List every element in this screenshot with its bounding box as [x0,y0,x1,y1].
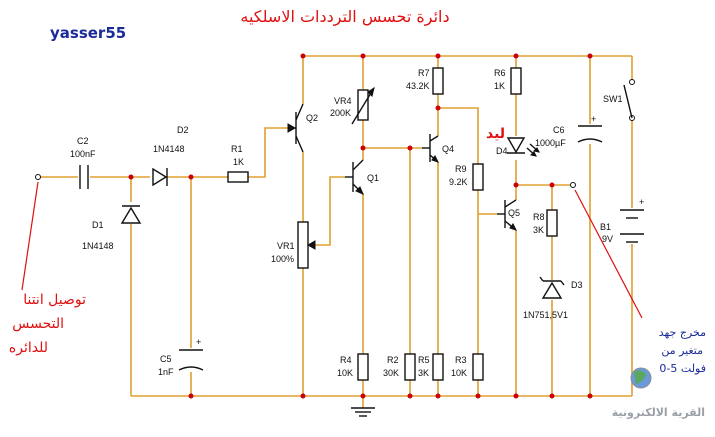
c5-value: 1nF [158,367,174,377]
antenna-note: توصيل انتنا التحسس للدائره [9,292,86,356]
led-d4: D4 ليد [486,126,540,157]
capacitor-c2: C2 100nF [70,136,96,189]
d4-ref: D4 [496,146,508,156]
r7-value: 43.2K [406,81,430,91]
r8-ref: R8 [533,212,545,222]
r4-value: 10K [337,368,353,378]
output-note: مخرج جهد متغير من فولت 5-0 [659,326,706,375]
c6-ref: C6 [553,125,565,135]
r6-ref: R6 [494,68,506,78]
zener-d3: D3 1N751,5V1 [523,276,583,320]
r8-value: 3K [533,225,544,235]
resistor-r3: R3 10K [451,353,484,381]
c6-value: 1000µF [535,138,566,148]
vr4-ref: VR4 [334,96,352,106]
svg-text:توصيل انتنا: توصيل انتنا [23,292,86,308]
sw1-ref: SW1 [603,94,623,104]
svg-text:+: + [639,197,644,207]
c5-ref: C5 [160,354,172,364]
d3-ref: D3 [571,280,583,290]
r2-ref: R2 [387,355,399,365]
q2-ref: Q2 [306,113,318,123]
resistor-r7: R7 43.2K [406,67,444,95]
r5-ref: R5 [418,355,430,365]
d1-value: 1N4148 [82,241,114,251]
junction-dots [128,53,593,399]
r3-ref: R3 [455,355,467,365]
d2-ref: D2 [177,125,189,135]
diagram-title: دائرة تحسس الترددات الاسلكيه [240,7,449,27]
svg-text:فولت 5-0: فولت 5-0 [659,362,706,375]
battery-b1: + B1 9V [600,197,644,244]
svg-text:متغير من: متغير من [661,344,703,357]
svg-text:+: + [591,114,596,124]
site-logo: القرية الالكترونية [612,367,705,419]
svg-text:التحسس: التحسس [12,316,64,332]
resistor-r5: R5 3K [418,353,444,381]
b1-ref: B1 [600,222,611,232]
potentiometer-vr4: VR4 200K [330,86,375,125]
c2-value: 100nF [70,149,96,159]
antenna-terminal [35,174,41,180]
c2-ref: C2 [77,136,89,146]
logo-text: القرية الالكترونية [612,406,705,419]
svg-text:مخرج جهد: مخرج جهد [659,326,706,339]
r2-value: 30K [383,368,399,378]
d3-value: 1N751,5V1 [523,310,568,320]
transistor-q2: Q2 [287,103,318,153]
r9-ref: R9 [455,164,467,174]
resistor-r1: R1 1K [227,144,249,183]
resistor-r8: R8 3K [533,209,558,237]
vr4-value: 200K [330,108,351,118]
r7-ref: R7 [418,68,430,78]
resistor-r2: R2 30K [383,353,416,381]
b1-value: 9V [602,234,613,244]
r1-ref: R1 [231,144,243,154]
output-pointer-line [574,189,643,319]
q5-ref: Q5 [508,208,520,218]
resistor-r4: R4 10K [337,353,369,381]
r4-ref: R4 [340,355,352,365]
d1-ref: D1 [92,220,104,230]
switch-sw1: SW1 [603,79,635,121]
transistor-q4: Q4 [422,134,454,163]
r5-value: 3K [418,368,429,378]
potentiometer-vr1: VR1 100% [271,221,316,269]
resistor-r6: R6 1K [494,67,522,95]
q4-ref: Q4 [442,144,454,154]
r3-value: 10K [451,368,467,378]
svg-text:للدائره: للدائره [9,340,48,356]
transistor-q1: Q1 [345,159,379,195]
vr1-ref: VR1 [277,241,295,251]
vr1-value: 100% [271,254,294,264]
r6-value: 1K [494,81,505,91]
svg-text:+: + [196,337,201,347]
led-note: ليد [486,126,505,142]
ground-symbol [351,407,375,417]
resistor-r9: R9 9.2K [449,163,484,191]
q1-ref: Q1 [367,173,379,183]
author-label: yasser55 [50,24,126,42]
capacitor-c6: + C6 1000µF [535,114,603,148]
transistor-q5: Q5 [497,199,520,231]
d2-value: 1N4148 [153,144,185,154]
output-terminal [570,182,576,188]
capacitor-c5: + C5 1nF [158,337,204,377]
r9-value: 9.2K [449,177,468,187]
diode-d1: D1 1N4148 [82,205,142,251]
r1-value: 1K [233,157,244,167]
antenna-pointer-line [21,181,39,291]
diode-d2: D2 1N4148 [152,125,189,187]
